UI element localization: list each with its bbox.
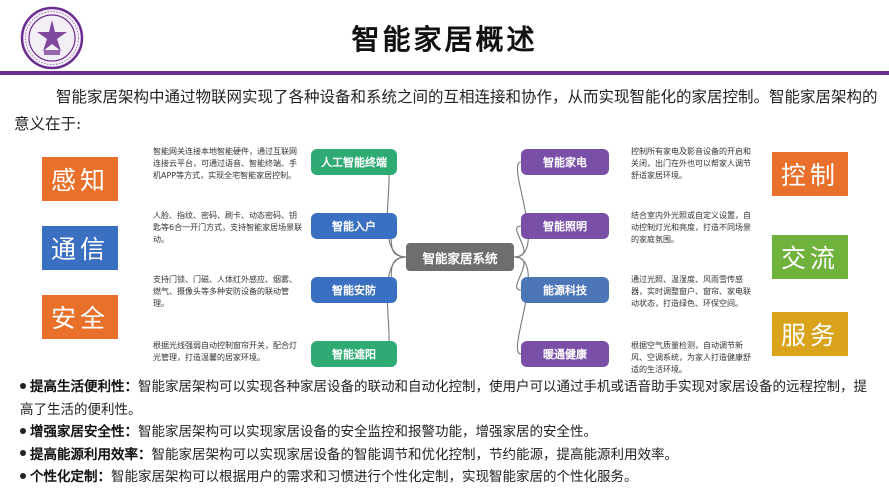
page-title: 智能家居概述 [351, 23, 538, 56]
desc-energy-tech: 通过光照、温湿度、风雨雪传感器，实时调整窗户、窗帘、家电联动状态，打造绿色、环保… [631, 275, 751, 308]
title-divider [0, 71, 889, 75]
bullet-dot-icon [20, 450, 26, 456]
connector-left-1 [383, 161, 407, 258]
node-smart-lighting: 智能照明 [521, 213, 609, 239]
bullet-item: 提高能源利用效率：智能家居架构可以实现家居设备的智能调节和优化控制，节约能源，提… [20, 444, 880, 467]
bullet-dot-icon [20, 382, 26, 389]
label-control: 控制 [772, 152, 848, 196]
bullet-item: 增强家居安全性：智能家居架构可以实现家居设备的安全监控和报警功能，增强家居的安全… [20, 421, 880, 444]
node-energy-tech: 能源科技 [521, 277, 609, 303]
desc-smart-shading: 根据光线强弱自动控制窗帘开关，配合灯光管理，打造温馨的居家环境。 [153, 341, 297, 362]
connector-right-4 [513, 256, 529, 355]
desc-smart-security: 支持门锁、门磁、人体红外感应、烟雾、燃气、摄像头等多种安防设备的联动管理。 [153, 275, 297, 308]
node-center-system: 智能家居系统 [406, 243, 514, 271]
bullet-item: 个性化定制：智能家居架构可以根据用户的需求和习惯进行个性化定制，实现智能家居的个… [20, 466, 880, 489]
node-hvac-health: 暖通健康 [521, 341, 609, 367]
bullet-dot-icon [20, 472, 26, 479]
desc-smart-lighting: 结合室内外光照或自定义设置，自动控制灯光和亮度，打造不同场景的家庭氛围。 [631, 211, 751, 244]
node-smart-appliance: 智能家电 [521, 149, 609, 175]
connector-right-2 [513, 225, 525, 258]
desc-smart-entry: 人脸、指纹、密码、刷卡、动态密码、钥匙等6合一开门方式，支持智能家居场景联动。 [153, 211, 303, 244]
label-service: 服务 [772, 312, 848, 356]
university-seal-icon [20, 6, 84, 70]
node-ai-terminal: 人工智能终端 [311, 149, 397, 175]
connector-left-4 [383, 256, 407, 355]
bullet-list: 提高生活便利性：智能家居架构可以实现各种家居设备的联动和自动化控制，使用户可以通… [20, 376, 880, 489]
desc-smart-appliance: 控制所有家电及影音设备的开启和关闭，出门在外也可以帮家人调节舒适家居环境。 [631, 147, 751, 180]
bullet-dot-icon [20, 427, 26, 434]
node-smart-entry: 智能入户 [311, 213, 397, 239]
label-perception: 感知 [42, 157, 118, 201]
desc-hvac-health: 根据空气质量检测，自动调节新风、空调系统，为家人打造健康舒适的生活环境。 [631, 341, 751, 374]
node-smart-shading: 智能遮阳 [311, 341, 397, 367]
label-security: 安全 [42, 295, 118, 339]
bullet-item: 提高生活便利性：智能家居架构可以实现各种家居设备的联动和自动化控制，使用户可以通… [20, 379, 867, 418]
label-exchange: 交流 [772, 235, 848, 279]
intro-paragraph: 智能家居架构中通过物联网实现了各种设备和系统之间的互相连接和协作，从而实现智能化… [14, 88, 878, 133]
node-smart-security: 智能安防 [311, 277, 397, 303]
desc-ai-terminal: 智能网关连接本地智能硬件，通过互联网连接云平台，可通过语音、智能终端、手机APP… [153, 147, 297, 180]
label-communication: 通信 [42, 226, 118, 270]
